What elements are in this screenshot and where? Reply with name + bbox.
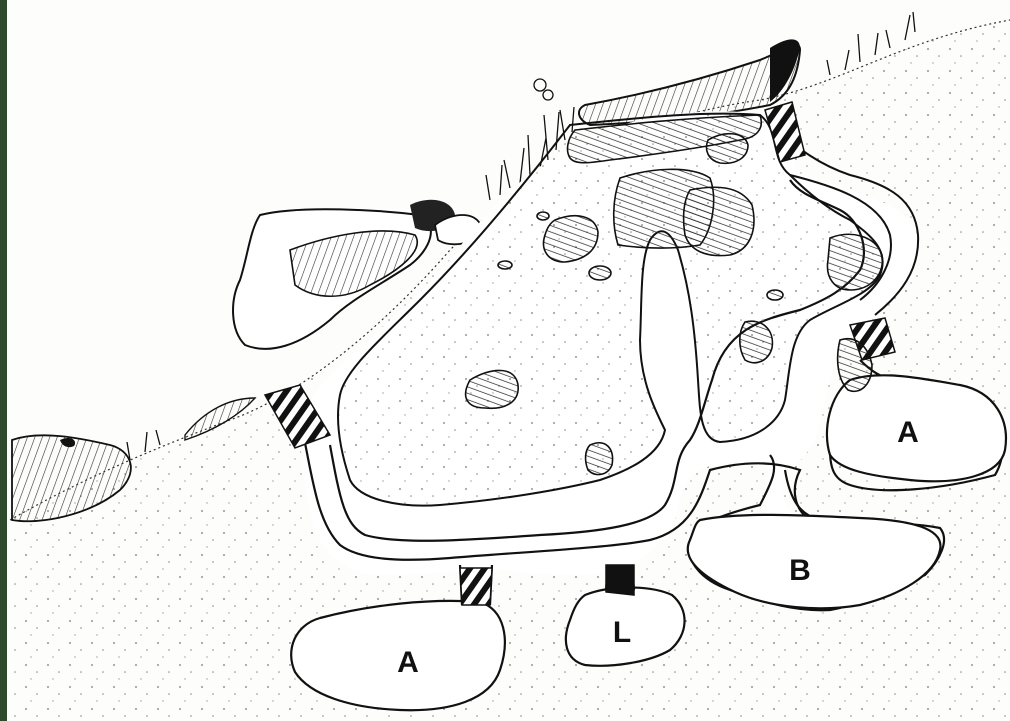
label-l: L <box>613 616 631 649</box>
label-a-left: A <box>397 646 419 679</box>
label-b: B <box>789 554 811 587</box>
label-a-right: A <box>897 416 919 449</box>
frame-edge <box>0 0 7 721</box>
